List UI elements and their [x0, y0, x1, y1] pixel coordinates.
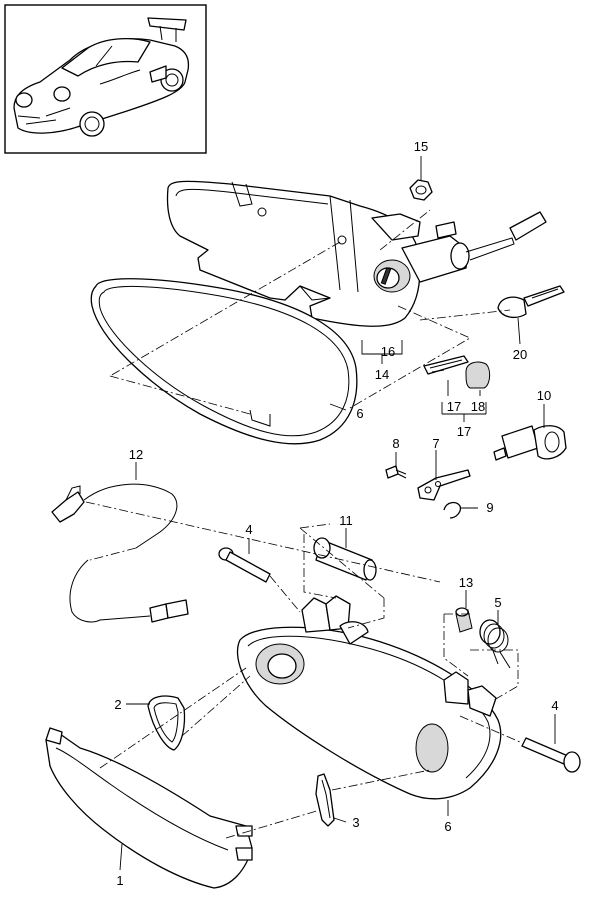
callout-14: 13 — [459, 575, 473, 590]
callout-8: 7 — [432, 436, 439, 451]
connector-part-11 — [493, 425, 567, 461]
vehicle-thumbnail — [4, 4, 207, 154]
grip-part-1 — [45, 727, 253, 889]
callout-4-right: 4 — [551, 698, 558, 713]
callout-10: 9 — [486, 500, 493, 515]
handle-carrier-part-15 — [166, 180, 547, 327]
alignment-lines — [85, 209, 521, 839]
pin-part-12 — [313, 537, 377, 581]
callout-20: 20 — [513, 347, 527, 362]
bolt-part-4-left — [218, 547, 271, 583]
porsche-911-car-icon — [13, 17, 190, 137]
cap-part-19 — [465, 361, 491, 389]
callout-11: 10 — [537, 388, 551, 403]
callout-18: 17 — [447, 399, 461, 414]
callout-3: 3 — [352, 815, 359, 830]
nut-part-16 — [409, 179, 433, 201]
bushing-part-14 — [455, 607, 473, 633]
callout-12: 11 — [339, 513, 353, 528]
callout-17-upper: 16 — [381, 344, 395, 359]
callout-16: 15 — [414, 139, 428, 154]
clip-part-10 — [443, 501, 462, 519]
callout-15: 14 — [375, 367, 389, 382]
callout-7: 6 — [356, 406, 363, 421]
gasket-part-3 — [315, 773, 335, 827]
lever-part-8 — [417, 469, 471, 501]
leader-lines — [119, 156, 556, 871]
handle-housing-part-6 — [236, 595, 502, 800]
callout-1: 1 — [116, 873, 123, 888]
callout-9: 8 — [392, 436, 399, 451]
callout-17-lower: 17 — [457, 424, 471, 439]
bolt-part-4-right — [521, 737, 581, 773]
callout-6: 6 — [444, 819, 451, 834]
retainer-part-18 — [423, 355, 469, 375]
callout-2: 2 — [114, 697, 121, 712]
callout-4-left: 4 — [245, 522, 252, 537]
callout-13: 12 — [129, 447, 143, 462]
gasket-part-7 — [90, 278, 358, 445]
callout-labels: 15 16 14 20 17 18 17 6 10 8 7 9 12 11 4 … — [114, 139, 558, 888]
key-part-20 — [497, 285, 565, 319]
callout-19: 18 — [471, 399, 485, 414]
screw-part-9 — [385, 465, 407, 479]
callout-5: 5 — [494, 595, 501, 610]
sensor-cable-part-13 — [51, 483, 189, 623]
spring-part-5 — [479, 619, 511, 669]
